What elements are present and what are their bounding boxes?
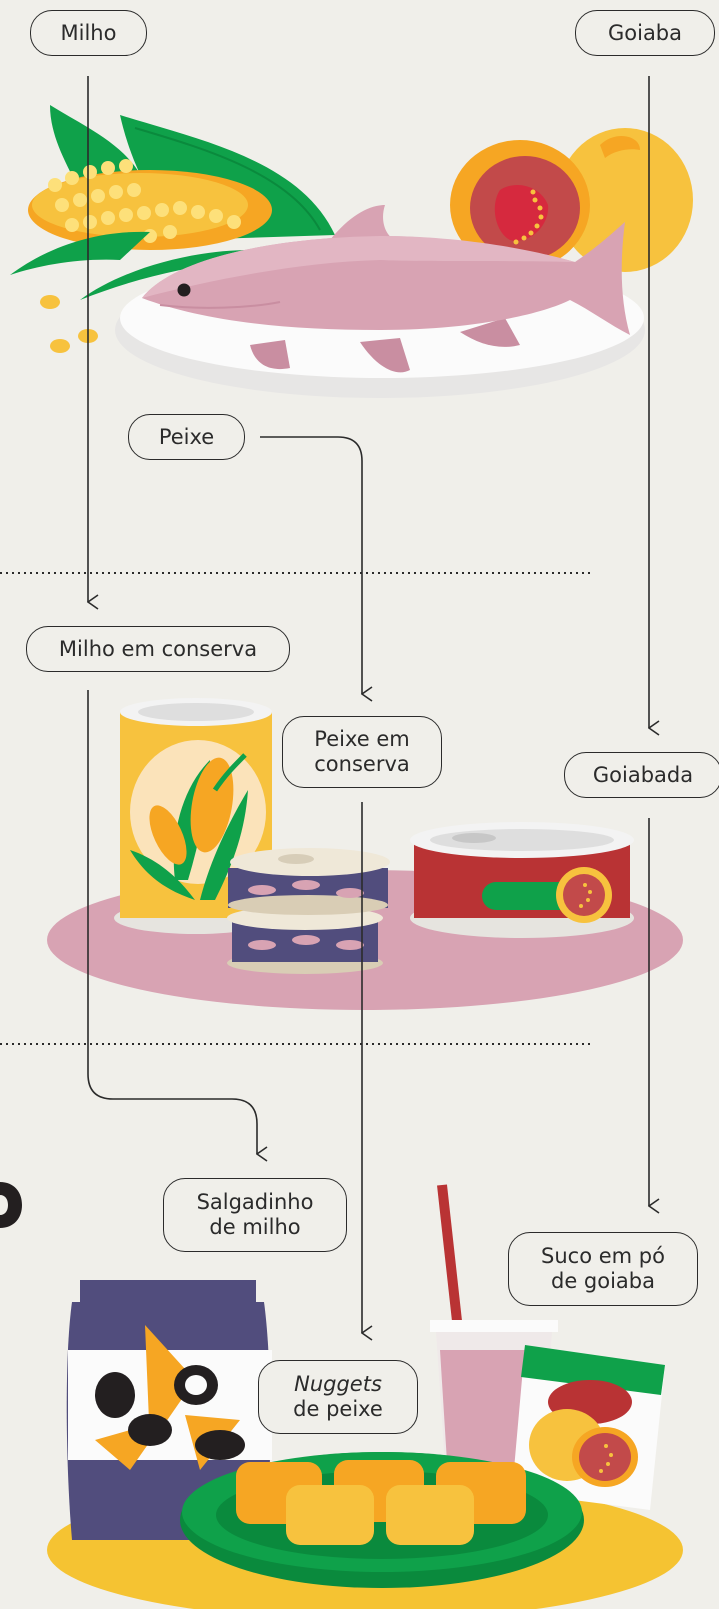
label-goiabada: Goiabada [564, 752, 719, 798]
label-milho: Milho [30, 10, 147, 56]
guava-illustration [450, 128, 693, 272]
canned-foods-illustration [47, 698, 683, 1010]
ultraprocessed-foods-illustration [47, 1184, 683, 1609]
label-milho-em-conserva: Milho em conserva [26, 626, 290, 672]
arrow-peixe-to-conserva [260, 436, 362, 694]
edge-glyph-fragment [0, 1182, 22, 1228]
flow-connectors [88, 76, 649, 1333]
fish-illustration [142, 205, 630, 373]
label-goiaba: Goiaba [575, 10, 715, 56]
label-peixe: Peixe [128, 414, 245, 460]
arrow-conserva-to-salgadinho [87, 690, 257, 1154]
